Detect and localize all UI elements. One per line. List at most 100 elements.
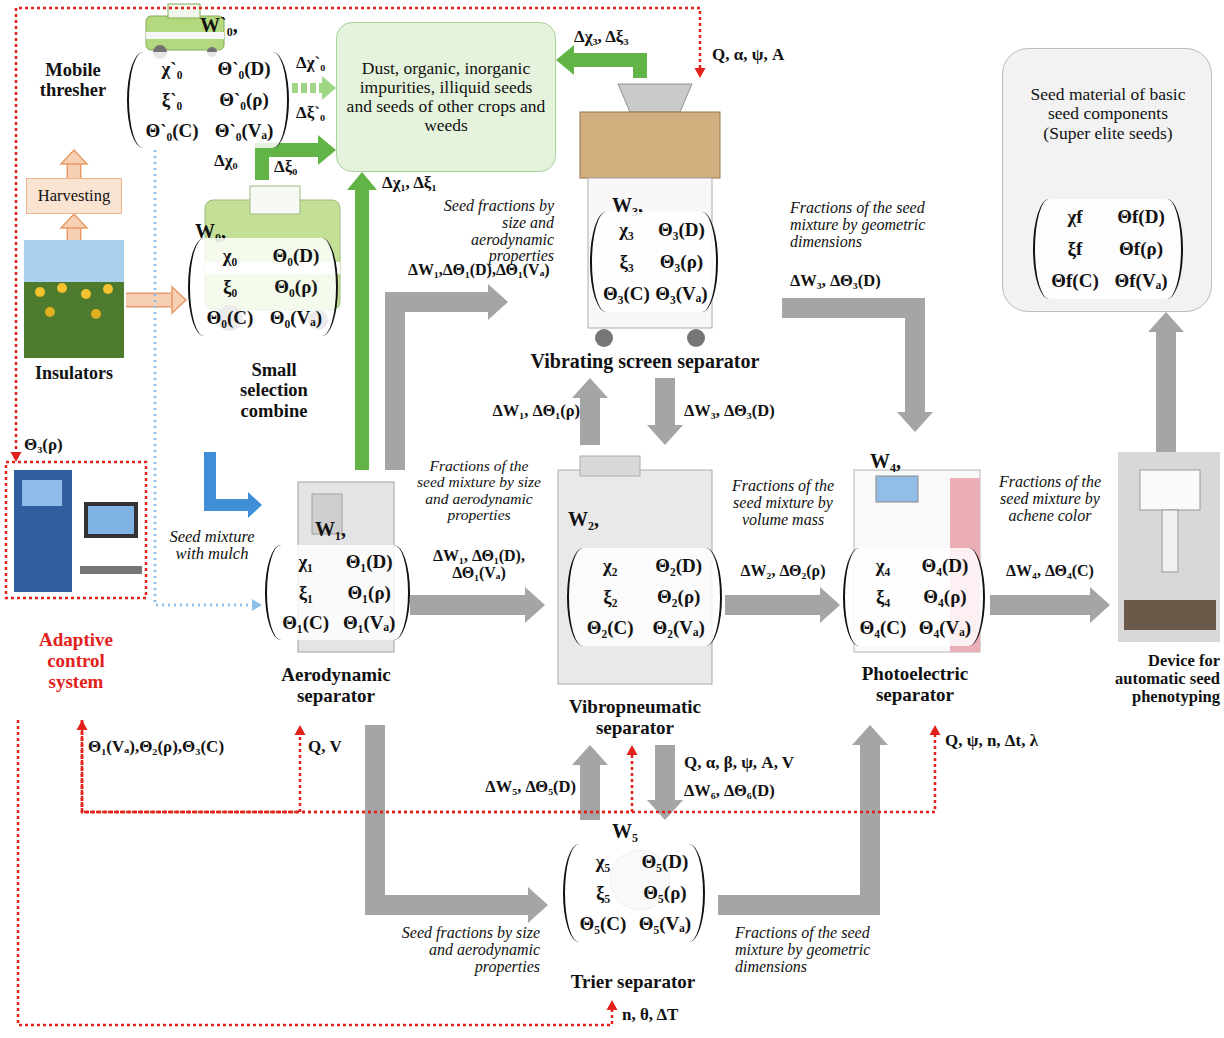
vibrating-screen-picture-part [595, 329, 613, 347]
matrix-entry: Θ₃(C) [603, 283, 650, 305]
matrix-entry: Θ₃(ρ) [660, 251, 703, 273]
machine-node: Photoelectric separatorW₄,χ₄Θ₄(D)ξ₄Θ₄(ρ)… [840, 432, 990, 725]
machine-name: Aerodynamic separator [262, 665, 410, 707]
flow-label: ΔW₁, ΔΘ₁(ρ) [452, 402, 580, 419]
matrix-entry: χ₅ [596, 851, 610, 873]
matrix-entry: Θ₁(ρ) [348, 582, 391, 604]
parameter-matrix: χ₀Θ₀(D)ξ₀Θ₀(ρ)Θ₀(C)Θ₀(Vₐ) [188, 238, 338, 336]
flow-label: ΔW₃, ΔΘ₃(D) [684, 402, 814, 419]
matrix-entry: Θ`₀(Vₐ) [215, 120, 274, 142]
matrix-entry: Θ₁(D) [346, 551, 393, 573]
matrix-entry: ξ₅ [596, 882, 610, 904]
adaptive-control-photo-part [14, 470, 72, 592]
matrix-entry: χ₂ [603, 555, 617, 577]
flow-label: Seed mixture with mulch [166, 528, 258, 563]
flow-arrow [292, 76, 336, 100]
vibrating-screen-picture-part [687, 329, 705, 347]
phenotyping-device-photo-part [1124, 600, 1216, 630]
arrow-head [897, 412, 933, 432]
flow-note: Seed fractions by size and aerodynamic p… [396, 925, 540, 975]
phenotyping-device-photo [1118, 452, 1220, 642]
flow-label: Δχ`₀ [296, 54, 325, 72]
matrix-entry: Θ₄(C) [860, 617, 907, 639]
arrow-outline [67, 228, 82, 240]
flow-arrow [556, 45, 640, 78]
arrow-head [318, 135, 336, 165]
flow-note: Fractions of the seed mixture by size an… [414, 458, 544, 523]
parameter-matrix: χ₁Θ₁(D)ξ₁Θ₁(ρ)Θ₁(C)Θ₁(Vₐ) [265, 545, 410, 640]
arrow-shaft [126, 294, 172, 306]
arrow-head [572, 745, 608, 765]
result-box: Seed material of basic seed components (… [1002, 48, 1212, 312]
machine-name: Vibropneumatic separator [545, 697, 725, 739]
matrix-entry: Θ`₀(ρ) [219, 89, 269, 111]
matrix-entry: χf [1067, 206, 1082, 228]
arrow-shaft [725, 595, 820, 615]
arrow-outline [126, 293, 172, 308]
vibropneumatic-separator-picture-part [580, 456, 640, 476]
matrix-entry: ξ₄ [876, 586, 890, 608]
box-text: Dust, organic, inorganic impurities, ill… [345, 59, 547, 136]
parameter-label: Δξ`₀ [296, 104, 325, 122]
parameter-matrix: χ₃Θ₃(D)ξ₃Θ₃(ρ)Θ₃(C)Θ₃(Vₐ) [590, 212, 718, 312]
parameter-label: n, θ, ΔT [622, 1006, 678, 1024]
arrow-head [1090, 587, 1110, 623]
flow-arrow [77, 720, 306, 812]
flow-arrow [375, 725, 548, 923]
arrow-shaft [990, 595, 1090, 615]
arrow-shaft [68, 164, 80, 178]
arrow-head [252, 599, 262, 611]
matrix-entry: Θf(D) [1117, 206, 1164, 228]
box-text: Harvesting [38, 187, 110, 205]
matrix-entry: Θ₅(Vₐ) [639, 913, 691, 935]
flow-label: ΔW₃, ΔΘ₃(D) [790, 272, 881, 289]
flow-arrow [990, 587, 1110, 623]
arrow-shaft [580, 398, 600, 445]
matrix-entry: Θ₀(C) [207, 307, 254, 329]
selection-combine-picture-part [250, 186, 300, 214]
matrix-entry: Θ₄(D) [922, 555, 969, 577]
arrow-shaft [18, 720, 612, 1025]
flow-label: Δχ₁, Δξ₁ [382, 174, 437, 192]
insulators-photo-part [24, 240, 124, 358]
parameter-label: Q, α, β, ψ, A, V [684, 754, 794, 772]
matrix-entry: Θ`₀(C) [145, 120, 198, 142]
arrow-head [322, 76, 336, 100]
matrix-entry: Θ₅(D) [642, 851, 689, 873]
matrix-entry: ξf [1068, 238, 1083, 260]
machine-node: Mobile thresherW`₀,χ`₀Θ`₀(D)ξ`₀Θ`₀(ρ)Θ`₀… [30, 0, 292, 150]
flow-arrow [18, 720, 618, 1025]
flow-label: Δχ₀ [214, 152, 238, 170]
insulators-photo-part [81, 289, 91, 299]
machine-name: Photoelectric separator [840, 664, 990, 706]
arrow-shaft [655, 378, 675, 425]
parameter-label: Θ₁(Vₐ),Θ₂(ρ),Θ₃(C) [88, 738, 224, 756]
stream-label: W₁, [315, 518, 346, 540]
arrow-head [347, 172, 377, 190]
arrow-head [556, 45, 574, 75]
vibrating-screen-picture [580, 84, 720, 347]
matrix-entry: Θ₂(C) [587, 617, 634, 639]
flow-note: Fractions of the seed mixture by geometr… [735, 925, 905, 975]
arrow-shaft [210, 452, 248, 505]
arrow-head [11, 452, 22, 462]
matrix-entry: ξ₀ [223, 276, 237, 298]
arrow-shaft [82, 720, 935, 812]
flow-arrow [61, 214, 87, 240]
flow-note: Seed fractions by size and aerodynamic p… [436, 198, 554, 265]
insulators-photo-part [91, 309, 101, 319]
matrix-entry: χ`₀ [162, 58, 183, 80]
photo-node: Insulators [22, 240, 126, 390]
machine-name: Small selection combine [224, 360, 324, 421]
arrow-shaft [375, 725, 528, 905]
arrow-head [627, 745, 638, 755]
stream-label: W₄, [870, 450, 901, 472]
photoelectric-separator-picture-part [876, 476, 918, 502]
flow-arrow [410, 587, 545, 623]
arrow-shaft [68, 228, 80, 240]
arrow-head [528, 887, 548, 923]
insulators-photo-part [103, 284, 113, 294]
matrix-entry: ξ`₀ [162, 89, 183, 111]
arrow-head [820, 587, 840, 623]
adaptive-control-photo-part [84, 502, 138, 538]
